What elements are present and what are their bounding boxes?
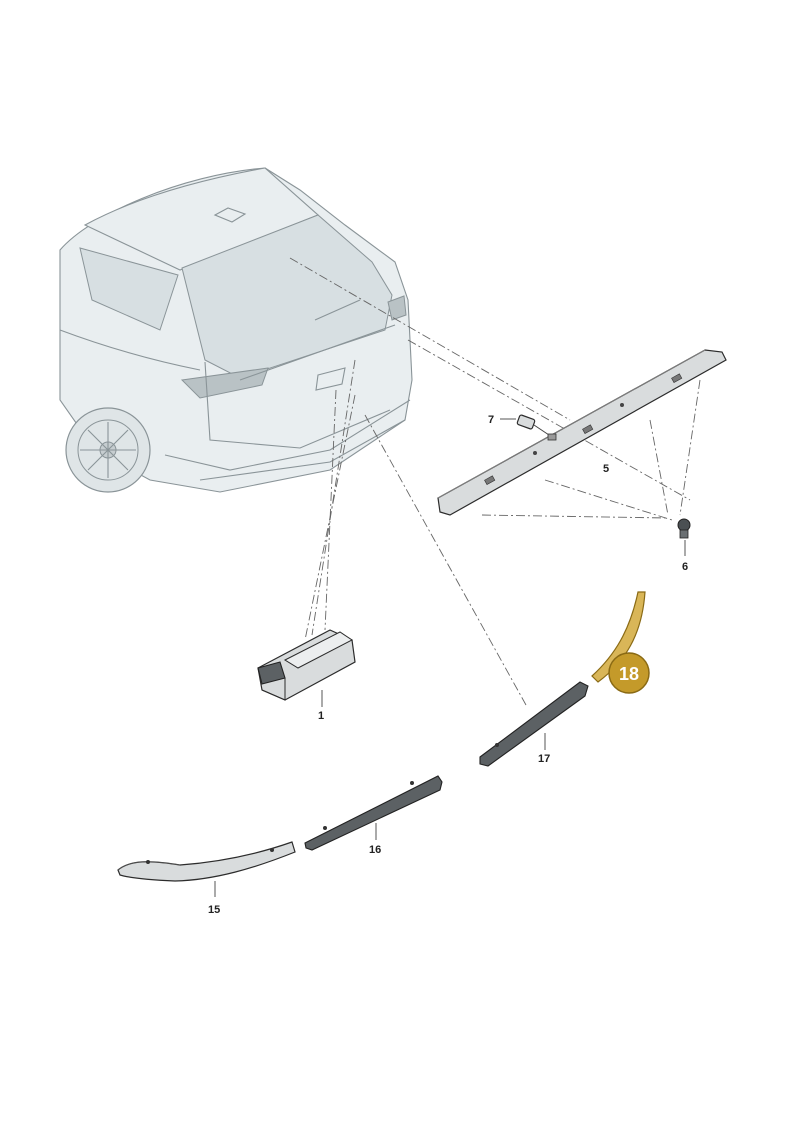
vehicle-rear-view — [59, 167, 413, 493]
part-5-trim-strip — [437, 349, 727, 516]
part-1-licence-lamp — [257, 629, 356, 707]
callout-6: 6 — [682, 561, 688, 573]
callout-18-highlight-badge: 18 — [608, 652, 650, 694]
callout-15: 15 — [208, 904, 220, 916]
callout-5: 5 — [603, 463, 609, 475]
callout-16: 16 — [369, 844, 381, 856]
callout-1: 1 — [318, 710, 324, 722]
part-17-reflector-strip — [479, 681, 589, 767]
reference-lines — [289, 257, 701, 706]
callout-labels: 7 5 6 1 17 16 15 18 — [208, 414, 688, 916]
part-16-reflector-strip — [304, 775, 443, 851]
callout-7: 7 — [488, 414, 494, 426]
part-6-screw — [677, 518, 691, 556]
part-7-clip — [500, 414, 557, 441]
callout-18: 18 — [619, 664, 639, 684]
part-15-corner-trim — [117, 841, 296, 897]
callout-17: 17 — [538, 753, 550, 765]
